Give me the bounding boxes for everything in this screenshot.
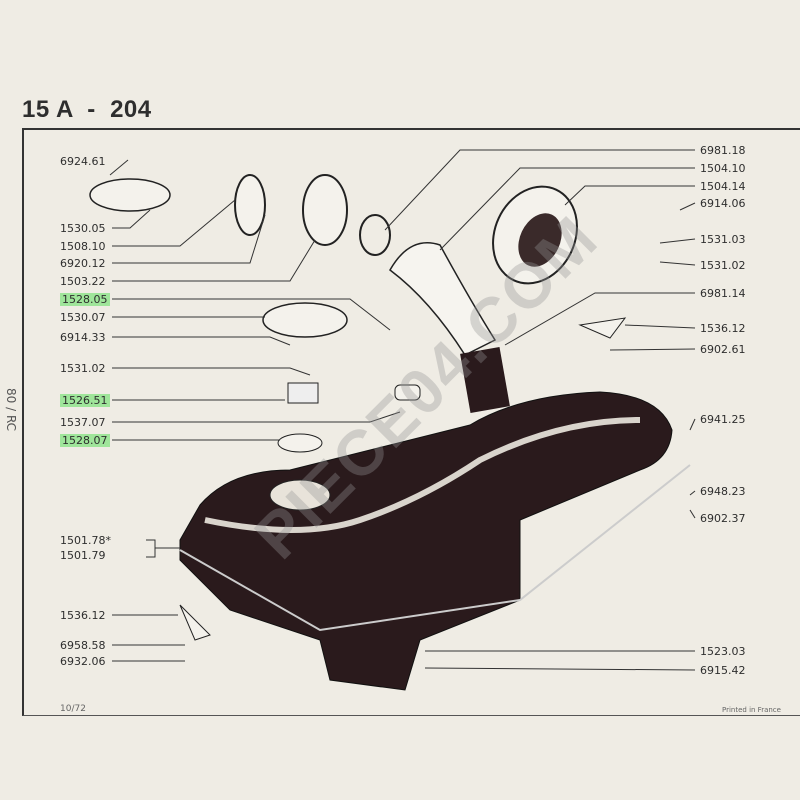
filler-pipe	[460, 346, 510, 414]
part-label: 6981.18	[700, 144, 746, 157]
part-label: 6902.37	[700, 512, 746, 525]
diagram-frame	[22, 128, 800, 716]
part-label: 6924.61	[60, 155, 106, 168]
part-label: 1508.10	[60, 240, 106, 253]
filler-hose	[389, 242, 497, 356]
filler-cap-opening	[518, 213, 562, 267]
part-label: 1536.12	[60, 609, 106, 622]
printed-in-france: Printed in France	[722, 706, 781, 714]
gauge-sender-1526-51	[287, 382, 319, 404]
part-label: 1531.02	[60, 362, 106, 375]
cover-plate-1530-07	[262, 302, 348, 338]
leader-lines	[109, 149, 696, 671]
part-label: 6958.58	[60, 639, 106, 652]
part-label: 1531.03	[700, 233, 746, 246]
part-label: 1528.07	[60, 434, 110, 447]
part-label: 1531.02	[700, 259, 746, 272]
part-label: 6981.14	[700, 287, 746, 300]
rubber-seal-1508-10	[234, 174, 266, 236]
part-label: 6932.06	[60, 655, 106, 668]
part-label: 1536.12	[700, 322, 746, 335]
part-label: 1523.03	[700, 645, 746, 658]
fuel-tank	[179, 391, 673, 691]
part-label: 6948.23	[700, 485, 746, 498]
part-label: 6914.33	[60, 331, 106, 344]
date-code: 10/72	[60, 704, 86, 714]
tank-highlight	[204, 417, 641, 533]
part-label: 6920.12	[60, 257, 106, 270]
part-label: 1537.07	[60, 416, 106, 429]
part-label: 6941.25	[700, 413, 746, 426]
neck-grommet-1503-22	[302, 174, 348, 246]
part-label: 1503.22	[60, 275, 106, 288]
tank-opening	[269, 479, 331, 511]
part-label: 1501.79	[60, 549, 106, 562]
float	[394, 384, 421, 401]
part-label: 1504.10	[700, 162, 746, 175]
bracket-1536-12-top	[578, 317, 627, 339]
part-label: 1530.05	[60, 222, 106, 235]
part-label: 1528.05	[60, 293, 110, 306]
part-label: 1501.78*	[60, 534, 111, 547]
part-label: 6902.61	[700, 343, 746, 356]
part-label: 6914.06	[700, 197, 746, 210]
page-title: 15 A - 204	[22, 96, 152, 123]
cover-plate-1530-05	[89, 178, 171, 212]
clamp-6981-18	[359, 214, 391, 256]
part-label: 1504.14	[700, 180, 746, 193]
seal-1528-07	[277, 433, 323, 453]
part-label: 1530.07	[60, 311, 106, 324]
bracket-1536-12-bottom	[179, 604, 211, 641]
tank-flange	[179, 464, 691, 632]
part-label: 6915.42	[700, 664, 746, 677]
part-label: 1526.51	[60, 394, 110, 407]
